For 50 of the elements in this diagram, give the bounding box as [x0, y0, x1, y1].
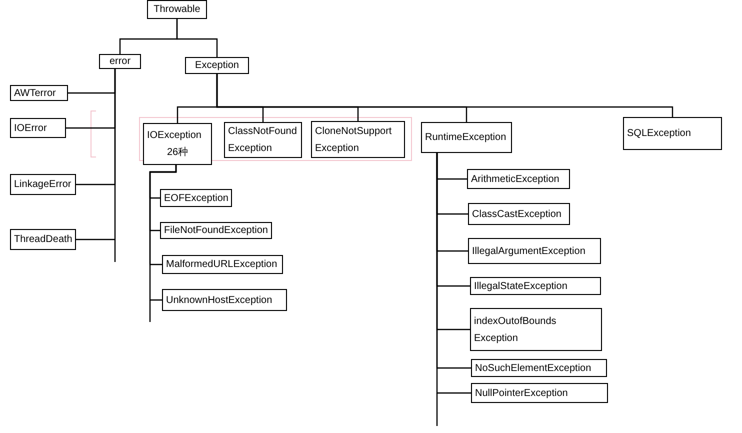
class-box — [185, 57, 249, 74]
class-name: RuntimeException — [425, 131, 506, 145]
class-box — [162, 289, 287, 311]
class-box — [10, 174, 76, 195]
class-name: CloneNotSupport Exception — [315, 124, 393, 156]
class-box — [10, 229, 76, 250]
class-box — [160, 189, 232, 207]
class-box — [471, 383, 608, 403]
class-name: IOException — [147, 129, 202, 143]
class-box — [147, 0, 207, 19]
class-box — [10, 85, 68, 101]
class-name: FileNotFoundException — [164, 224, 268, 238]
class-name: IllegalStateException — [474, 280, 568, 294]
class-box — [99, 54, 141, 69]
class-box — [468, 238, 601, 264]
connector-line — [76, 69, 116, 240]
class-box — [143, 123, 212, 165]
class-box — [160, 222, 272, 239]
class-name: IOError — [14, 122, 47, 136]
connector-line — [149, 165, 177, 301]
connector-line — [216, 74, 674, 117]
class-box — [467, 169, 570, 189]
class-name: SQLException — [627, 127, 691, 141]
class-name: ClassCastException — [472, 208, 562, 222]
class-box — [10, 118, 66, 138]
class-box — [468, 203, 570, 225]
class-box — [623, 117, 722, 150]
class-box — [421, 122, 512, 153]
class-name: error — [109, 55, 131, 69]
class-box — [162, 255, 283, 274]
class-name: EOFException — [164, 192, 228, 206]
class-box — [470, 308, 602, 351]
class-name: UnknownHostException — [166, 294, 272, 308]
class-name: Throwable — [154, 3, 200, 17]
class-box — [311, 121, 405, 158]
class-name: indexOutofBounds Exception — [474, 314, 558, 346]
class-box — [470, 277, 601, 295]
class-name: NoSuchElementException — [475, 362, 592, 376]
class-box — [471, 359, 607, 377]
connector-line — [176, 19, 218, 57]
class-name: ClassNotFound Exception — [228, 125, 298, 156]
class-name: ArithmeticException — [471, 172, 560, 186]
class-name: IllegalArgumentException — [472, 244, 586, 258]
class-name: 26种 — [166, 146, 188, 160]
class-name: MalformedURLException — [166, 258, 278, 272]
class-name: Exception — [195, 59, 239, 73]
class-name: ThreadDeath — [14, 233, 72, 247]
class-name: AWTerror — [14, 86, 56, 100]
class-name: LinkageError — [14, 178, 72, 192]
class-name: NullPointerException — [475, 386, 568, 400]
